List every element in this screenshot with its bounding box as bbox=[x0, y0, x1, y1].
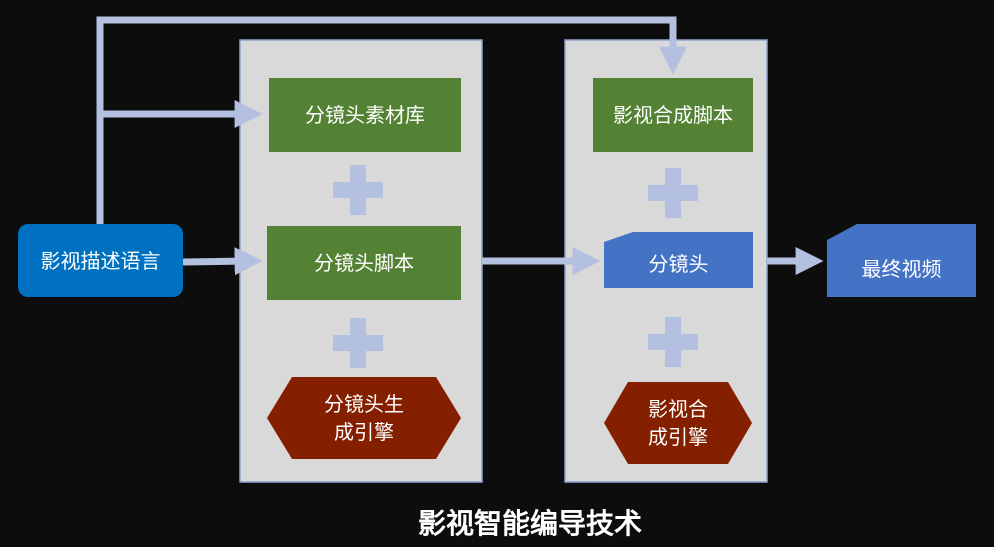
synthesis-script-box bbox=[593, 78, 753, 152]
shot-label: 分镜头 bbox=[648, 252, 709, 276]
input-box bbox=[18, 224, 183, 297]
arrow-input-to-synthesis-script bbox=[96, 16, 687, 224]
synthesis-engine-label: 影视合 成引擎 bbox=[604, 382, 752, 464]
synthesis-engine-hexagon bbox=[604, 382, 752, 464]
storyboard-engine-label: 分镜头生 成引擎 bbox=[267, 377, 461, 459]
synthesis-script-label: 影视合成脚本 bbox=[613, 103, 733, 127]
shot-box bbox=[604, 232, 753, 288]
storyboard-library-label: 分镜头素材库 bbox=[305, 103, 425, 127]
plus-icon bbox=[333, 165, 383, 215]
storyboard-script-box bbox=[267, 226, 461, 300]
arrow-input-to-script bbox=[182, 247, 263, 276]
engine-line: 成引擎 bbox=[648, 425, 708, 449]
output-box bbox=[827, 224, 976, 297]
storyboard-script-label: 分镜头脚本 bbox=[314, 251, 414, 275]
plus-icon bbox=[648, 317, 698, 367]
plus-icon bbox=[648, 168, 698, 218]
storyboard-engine-hexagon bbox=[267, 377, 461, 459]
engine-line: 影视合 bbox=[648, 397, 708, 421]
engine-line: 分镜头生 bbox=[324, 392, 404, 416]
output-label: 最终视频 bbox=[861, 256, 942, 281]
storyboard-library-box bbox=[269, 78, 461, 152]
diagram-title: 影视智能编导技术 bbox=[417, 507, 642, 540]
plus-icon bbox=[333, 318, 383, 368]
engine-line: 成引擎 bbox=[334, 420, 394, 444]
input-label: 影视描述语言 bbox=[40, 248, 161, 273]
